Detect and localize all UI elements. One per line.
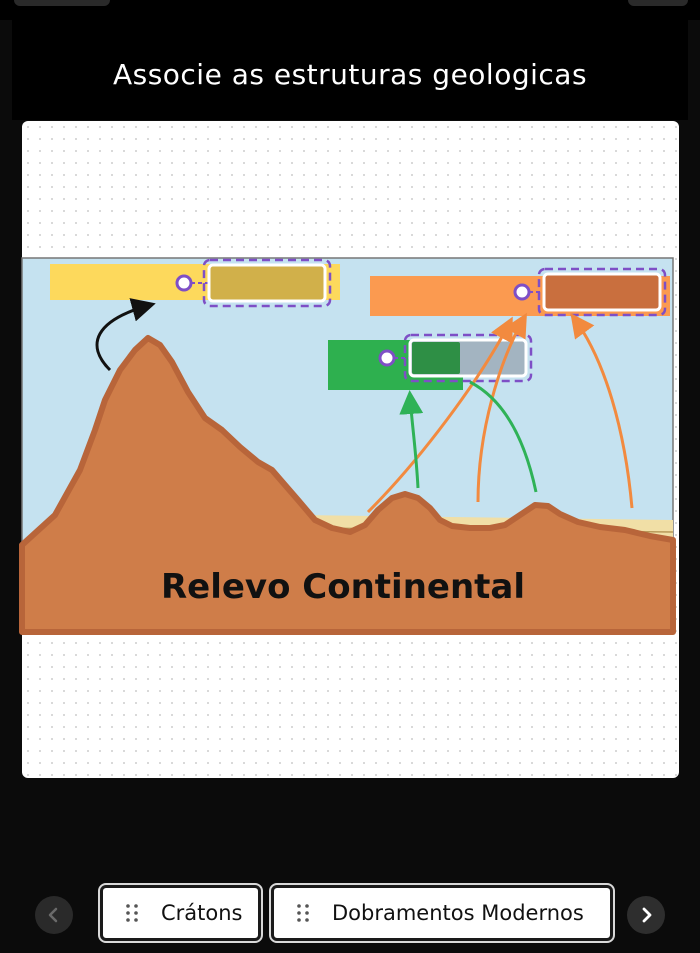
orange-arrow-1 (366, 316, 513, 514)
orange-arrow-3 (570, 313, 634, 509)
choice-label: Dobramentos Modernos (332, 901, 584, 925)
green-connector (378, 349, 410, 367)
mountain-terrain (19, 335, 676, 635)
yellow-drop-zone[interactable] (202, 258, 332, 308)
green-arrow-2 (469, 380, 538, 493)
drag-handle-icon (296, 903, 322, 923)
chevron-right-icon (642, 907, 652, 923)
previous-button[interactable] (35, 896, 73, 934)
green-drop-zone[interactable] (403, 333, 533, 383)
choice-dobramentos-modernos[interactable]: Dobramentos Modernos (269, 883, 615, 943)
black-arrow (95, 298, 156, 372)
orange-drop-zone[interactable] (537, 267, 667, 317)
top-tab-left (14, 0, 110, 6)
top-bar (0, 0, 700, 20)
top-tab-right (628, 0, 688, 6)
diagram-caption: Relevo Continental (161, 567, 525, 607)
chevron-left-icon (48, 907, 58, 923)
yellow-connector (175, 274, 210, 292)
green-arrow-1 (399, 390, 424, 489)
orange-connector (513, 283, 544, 301)
choice-label: Crátons (161, 901, 243, 925)
page-title: Associe as estruturas geologicas (112, 58, 588, 91)
next-button[interactable] (627, 896, 665, 934)
drag-handle-icon (125, 903, 151, 923)
choice-cratons[interactable]: Crátons (98, 883, 263, 943)
header (12, 20, 688, 120)
